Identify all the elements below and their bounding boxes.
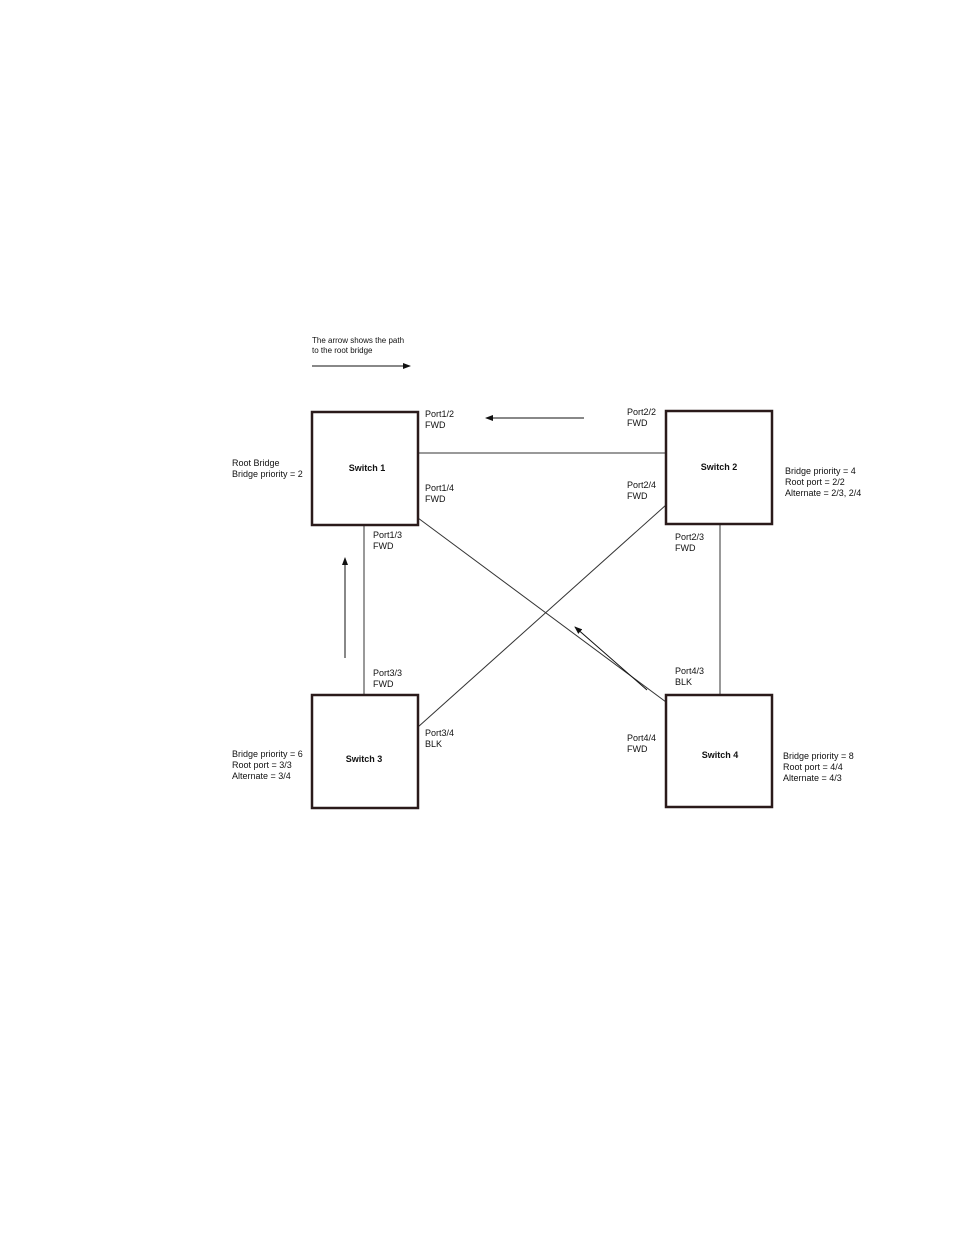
port-id: Port1/2 bbox=[425, 409, 455, 419]
switch-3-info: Bridge priority = 6 Root port = 3/3 Alte… bbox=[232, 749, 303, 782]
link-switch1-switch4 bbox=[417, 517, 667, 703]
port-label-2-2: Port2/2 FWD bbox=[627, 407, 656, 429]
switch-3-box bbox=[310, 693, 420, 810]
port-id: Port4/4 bbox=[627, 733, 657, 743]
switch-1-info-line: Bridge priority = 2 bbox=[232, 469, 303, 479]
switch-2-info-line: Bridge priority = 4 bbox=[785, 466, 856, 476]
arrow-switch4-to-switch1 bbox=[574, 626, 648, 691]
port-id: Port3/3 bbox=[373, 668, 403, 678]
switch-1-name: Switch 1 bbox=[348, 463, 386, 473]
port-label-3-3: Port3/3 FWD bbox=[373, 668, 402, 690]
port-label-2-4: Port2/4 FWD bbox=[627, 480, 656, 502]
switch-2-info: Bridge priority = 4 Root port = 2/2 Alte… bbox=[785, 466, 861, 499]
port-state: FWD bbox=[675, 543, 696, 553]
switch-3-info-line: Alternate = 3/4 bbox=[232, 771, 291, 781]
port-label-4-3: Port4/3 BLK bbox=[675, 666, 704, 688]
port-label-1-4: Port1/4 FWD bbox=[425, 483, 454, 505]
port-state: FWD bbox=[425, 494, 446, 504]
switch-1-box bbox=[310, 410, 420, 527]
port-id: Port4/3 bbox=[675, 666, 705, 676]
port-state: FWD bbox=[373, 679, 394, 689]
port-state: FWD bbox=[627, 491, 648, 501]
port-id: Port3/4 bbox=[425, 728, 455, 738]
port-id: Port1/4 bbox=[425, 483, 455, 493]
port-id: Port2/2 bbox=[627, 407, 657, 417]
port-state: BLK bbox=[675, 677, 693, 687]
port-label-3-4: Port3/4 BLK bbox=[425, 728, 454, 750]
switch-3-name: Switch 3 bbox=[345, 754, 383, 764]
link-switch2-switch3 bbox=[417, 504, 667, 728]
switch-4-info-line: Root port = 4/4 bbox=[783, 762, 843, 772]
legend-line-2: to the root bridge bbox=[312, 346, 373, 355]
port-id: Port2/4 bbox=[627, 480, 657, 490]
switch-2-box bbox=[664, 409, 774, 526]
switch-1-info: Root Bridge Bridge priority = 2 bbox=[232, 458, 303, 480]
switch-4-info-line: Bridge priority = 8 bbox=[783, 751, 854, 761]
legend-line-1: The arrow shows the path bbox=[312, 336, 405, 345]
switch-2-info-line: Root port = 2/2 bbox=[785, 477, 845, 487]
switch-4-info-line: Alternate = 4/3 bbox=[783, 773, 842, 783]
switch-3-info-line: Root port = 3/3 bbox=[232, 760, 292, 770]
switch-4-info: Bridge priority = 8 Root port = 4/4 Alte… bbox=[783, 751, 854, 784]
port-label-1-3: Port1/3 FWD bbox=[373, 530, 402, 552]
port-label-1-2: Port1/2 FWD bbox=[425, 409, 454, 431]
port-state: BLK bbox=[425, 739, 443, 749]
port-label-2-3: Port2/3 FWD bbox=[675, 532, 704, 554]
port-state: FWD bbox=[627, 418, 648, 428]
switch-2-name: Switch 2 bbox=[700, 462, 738, 472]
switch-4-name: Switch 4 bbox=[701, 750, 739, 760]
port-state: FWD bbox=[373, 541, 394, 551]
port-id: Port2/3 bbox=[675, 532, 705, 542]
port-state: FWD bbox=[627, 744, 648, 754]
port-label-4-4: Port4/4 FWD bbox=[627, 733, 656, 755]
legend-text: The arrow shows the path to the root bri… bbox=[312, 336, 404, 356]
switch-4-box bbox=[664, 693, 774, 809]
switch-2-info-line: Alternate = 2/3, 2/4 bbox=[785, 488, 862, 498]
port-id: Port1/3 bbox=[373, 530, 403, 540]
switch-1-info-line: Root Bridge bbox=[232, 458, 280, 468]
port-state: FWD bbox=[425, 420, 446, 430]
switch-3-info-line: Bridge priority = 6 bbox=[232, 749, 303, 759]
